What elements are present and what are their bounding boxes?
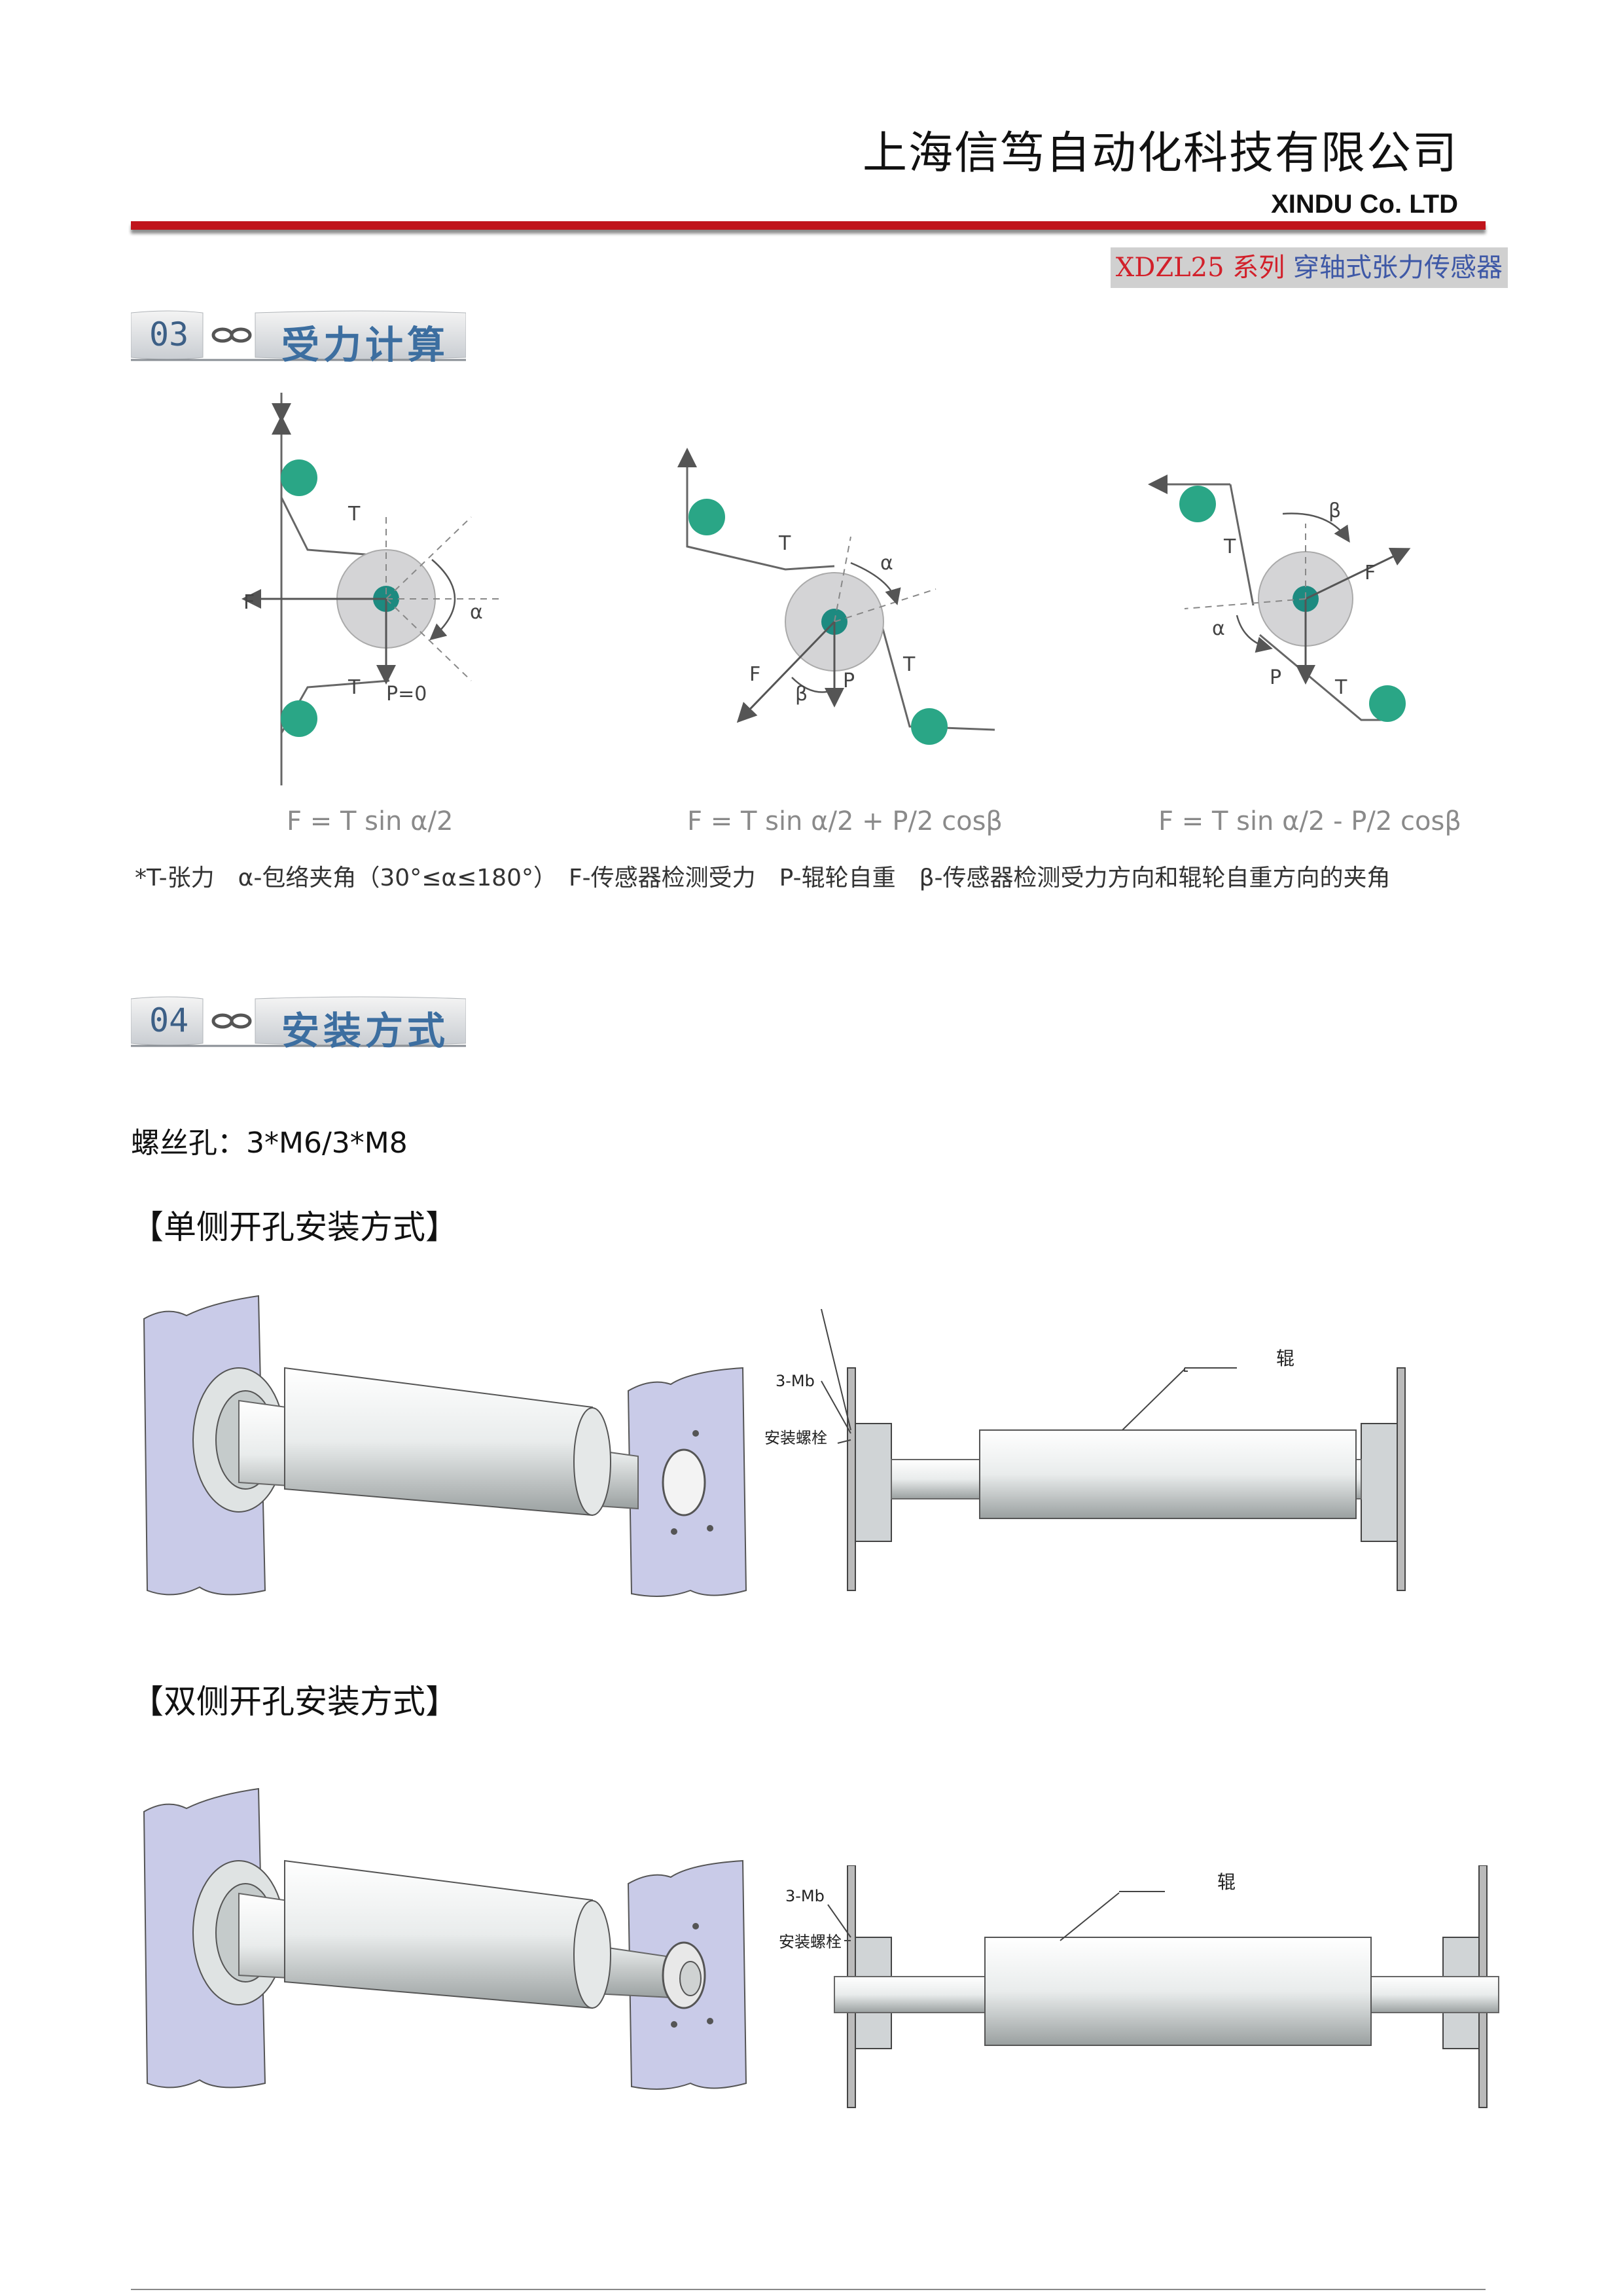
label: T [348,676,361,699]
company-name-en: XINDU Co. LTD [1271,190,1458,219]
drawing-label: 3-Mb [776,1372,815,1390]
label: F [1364,562,1376,584]
label: β [795,683,808,706]
section-number: 03 [149,315,189,353]
roller-icon [1179,486,1216,522]
link-icon [211,1013,252,1029]
legend-text: *T-张力 α-包络夹角（30°≤α≤180°） F-传感器检测受力 P-辊轮自… [135,865,1391,891]
screw-hole-spec: 螺丝孔：3*M6/3*M8 [131,1126,408,1160]
single-side-3d-render [143,1295,747,1597]
single-side-drawing: 3-Mb 安装螺栓 辊 [764,1309,1406,1591]
double-side-drawing: 3-Mb 安装螺栓 辊 [779,1865,1499,2108]
roller-icon [281,700,317,737]
section-title: 受力计算 [281,323,450,367]
series-tag: XDZL25 系列 穿轴式张力传感器 [1110,247,1508,288]
force-diagram-1: T F α T P=0 [241,393,504,785]
formula-2: F = T sin α/2 + P/2 cosβ [687,806,1003,836]
section-header-03: 03 受力计算 [131,309,466,367]
company-name-cn: 上海信笃自动化科技有限公司 [862,128,1458,179]
series-name: 穿轴式张力传感器 [1293,253,1503,283]
label: T [778,532,791,555]
double-side-mount-title: 【双侧开孔安装方式】 [131,1683,458,1721]
force-diagram-2: T α T F β P [677,448,995,745]
formula-3: F = T sin α/2 - P/2 cosβ [1158,806,1461,836]
drawing-label: 3-Mb [785,1887,825,1905]
label: F [243,591,255,614]
drawing-label: 辊 [1276,1348,1294,1369]
section-title: 安装方式 [281,1009,450,1053]
drawing-label: 安装螺栓 [764,1429,827,1447]
drawing-label: 安装螺栓 [779,1933,842,1951]
label: P=0 [386,683,427,706]
formula-1: F = T sin α/2 [287,806,454,836]
section-banner-shape [131,310,466,361]
label: P [1270,666,1281,689]
link-icon [211,327,252,343]
label: β [1329,499,1341,522]
label: T [902,653,916,676]
label: α [470,601,483,624]
label: P [843,670,855,692]
label: T [1223,535,1236,558]
section-number: 04 [149,1001,189,1039]
drawing-label: 辊 [1217,1871,1236,1893]
footer-divider [131,2289,1486,2290]
section-header-04: 04 安装方式 [131,995,466,1053]
label: T [1334,676,1347,699]
force-diagram-3: β T F α P T [1148,475,1411,722]
double-side-3d-render [143,1787,747,2090]
roller-icon [911,708,948,745]
header-divider [131,221,1486,230]
roller-icon [1369,685,1406,722]
series-code: XDZL25 系列 [1115,253,1285,283]
label: α [1212,617,1225,640]
label: α [880,552,893,575]
section-banner-shape [131,996,466,1047]
roller-icon [688,499,725,535]
roller-icon [281,459,317,496]
label: F [749,663,760,686]
single-side-mount-title: 【单侧开孔安装方式】 [131,1208,458,1246]
label: T [348,503,361,526]
